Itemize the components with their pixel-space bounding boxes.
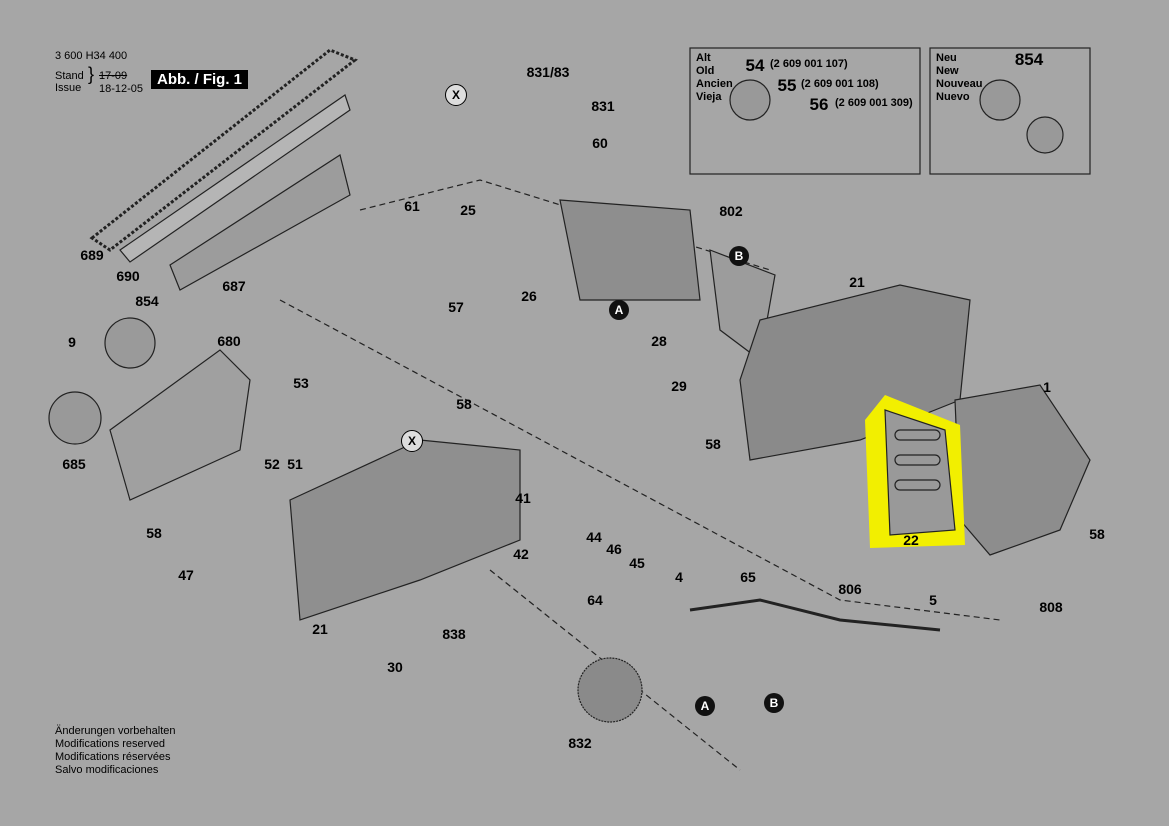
part-label: 41: [515, 490, 531, 506]
stand-value: 17-09: [99, 70, 128, 82]
part-label: 60: [592, 135, 608, 151]
part-label: 46: [606, 541, 622, 557]
part-label: 685: [62, 456, 86, 472]
chain-cover: [109, 349, 251, 501]
part-label: 689: [80, 247, 104, 263]
footer-line: Modifications réservées: [55, 751, 171, 763]
part-label: 831/83: [526, 64, 570, 80]
marker-x: X: [445, 84, 467, 106]
part-55-code: (2 609 001 108): [801, 78, 879, 90]
motor: [559, 199, 701, 301]
footer-line: Modifications reserved: [55, 738, 166, 750]
cable: [689, 598, 941, 632]
gear-housing: [289, 439, 521, 621]
doc-number: 3 600 H34 400: [55, 50, 128, 62]
new-line: Nouveau: [936, 78, 983, 90]
new-line: Nuevo: [936, 91, 970, 103]
part-label: 802: [719, 203, 743, 219]
issue-value: 18-12-05: [99, 83, 144, 95]
marker-b: B: [729, 246, 749, 266]
issue-label: Issue: [55, 82, 82, 94]
part-label: 26: [521, 288, 537, 304]
part-label: 29: [671, 378, 687, 394]
part-label: 9: [68, 334, 76, 350]
part-label: 58: [456, 396, 472, 412]
brace: }: [88, 64, 95, 84]
old-line: Old: [696, 65, 715, 77]
part-label: 25: [460, 202, 476, 218]
part-label: 61: [404, 198, 420, 214]
part-label: 58: [1089, 526, 1105, 542]
part-label: 21: [849, 274, 865, 290]
part-label: 831: [591, 98, 615, 114]
part-56-code: (2 609 001 309): [835, 97, 913, 109]
new-line: Neu: [936, 52, 957, 64]
part-label: 58: [705, 436, 721, 452]
part-label: 52: [264, 456, 280, 472]
part-label: 21: [312, 621, 328, 637]
part-label: 47: [178, 567, 194, 583]
part-label: 65: [740, 569, 756, 585]
part-label: 680: [217, 333, 241, 349]
part-label: 45: [629, 555, 645, 571]
part-label: 64: [587, 592, 603, 608]
part-label: 687: [222, 278, 246, 294]
old-line: Ancien: [696, 78, 733, 90]
part-label: 1: [1043, 379, 1051, 395]
marker-a: A: [695, 696, 715, 716]
stand-label: Stand: [55, 70, 84, 82]
part-label: 53: [293, 375, 309, 391]
part-label: 28: [651, 333, 667, 349]
marker-x: X: [401, 430, 423, 452]
part-label: 58: [146, 525, 162, 541]
part-label: 30: [387, 659, 403, 675]
footer-line: Änderungen vorbehalten: [55, 725, 176, 737]
part-55: 55: [777, 76, 797, 95]
old-line: Alt: [696, 52, 711, 64]
part-54-code: (2 609 001 107): [770, 58, 848, 70]
part-label-highlighted: 22: [903, 532, 919, 548]
part-label: 42: [513, 546, 529, 562]
part-label: 44: [586, 529, 602, 545]
footer-line: Salvo modificaciones: [55, 764, 159, 776]
new-line: New: [936, 65, 959, 77]
guide-bar: [119, 94, 351, 263]
bar-cover: [169, 154, 351, 291]
part-56: 56: [809, 95, 829, 114]
part-label: 690: [116, 268, 140, 284]
handle-cover: [954, 384, 1091, 556]
part-label: 4: [675, 569, 683, 585]
part-label: 808: [1039, 599, 1063, 615]
part-54: 54: [745, 56, 765, 75]
old-line: Vieja: [696, 91, 722, 103]
part-label: 51: [287, 456, 303, 472]
saw-chain: [89, 48, 358, 252]
marker-b: B: [764, 693, 784, 713]
part-label: 854: [135, 293, 159, 309]
part-label: 5: [929, 592, 937, 608]
part-label: 832: [568, 735, 592, 751]
part-label: 838: [442, 626, 466, 642]
part-label: 806: [838, 581, 862, 597]
marker-a: A: [609, 300, 629, 320]
part-label: 57: [448, 299, 464, 315]
figure-label: Abb. / Fig. 1: [151, 70, 248, 89]
part-854-new: 854: [1014, 50, 1044, 69]
